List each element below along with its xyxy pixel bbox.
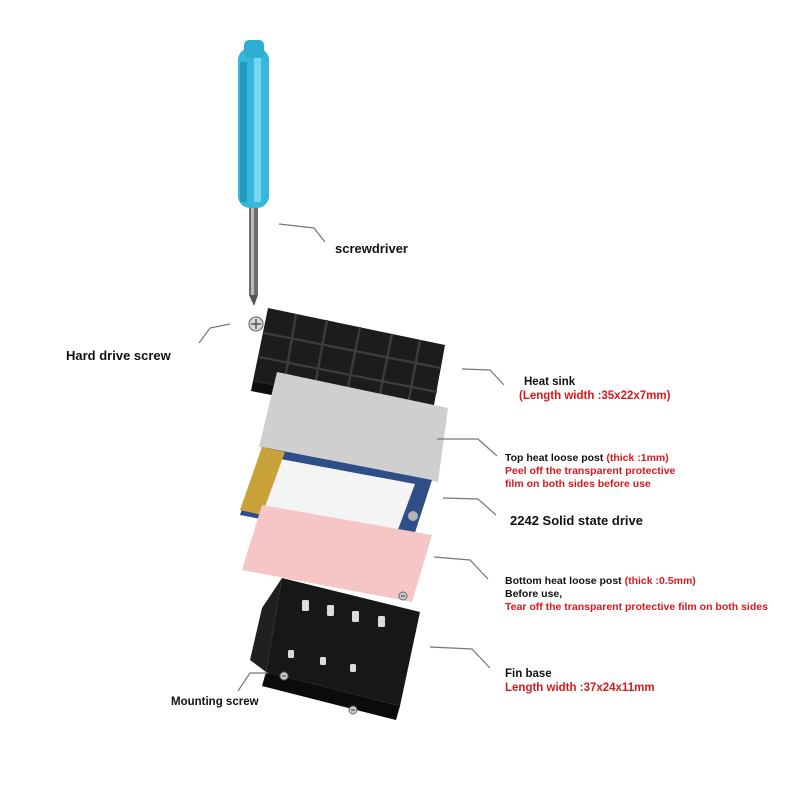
fin-base-label: Fin base [505,668,552,680]
hard-drive-screw-label: Hard drive screw [66,348,171,363]
leader-lines [198,223,505,692]
screwdriver-label: screwdriver [335,241,408,256]
bottom-pad-label: Bottom heat loose post [505,575,622,587]
top-pad-thickness: (thick :1mm) [606,452,669,464]
bottom-pad-note-2: Tear off the transparent protective film… [505,601,768,613]
screwdriver-illustration [238,40,269,306]
bottom-pad-note-1: Before use, [505,588,563,600]
mounting-screw-label: Mounting screw [171,696,259,708]
top-heat-pad-illustration [259,372,448,482]
heat-sink-label: Heat sink [524,376,576,388]
bottom-heat-pad-illustration [242,505,432,602]
bottom-pad-thickness: (thick :0.5mm) [624,575,696,587]
heat-sink-spec: (Length width :35x22x7mm) [519,390,671,402]
top-pad-note-1: Peel off the transparent protective [505,465,676,477]
hard-drive-screw-illustration [248,316,264,332]
top-pad-note-2: film on both sides before use [505,478,651,490]
fin-base-spec: Length width :37x24x11mm [505,682,655,694]
top-pad-title: Top heat loose post (thick :1mm) [505,452,669,464]
fin-base-illustration [250,578,420,720]
top-pad-label: Top heat loose post [505,452,604,464]
ssd-label: 2242 Solid state drive [510,513,643,528]
bottom-pad-title: Bottom heat loose post (thick :0.5mm) [505,575,696,587]
mounting-screw-illustration [279,591,408,715]
